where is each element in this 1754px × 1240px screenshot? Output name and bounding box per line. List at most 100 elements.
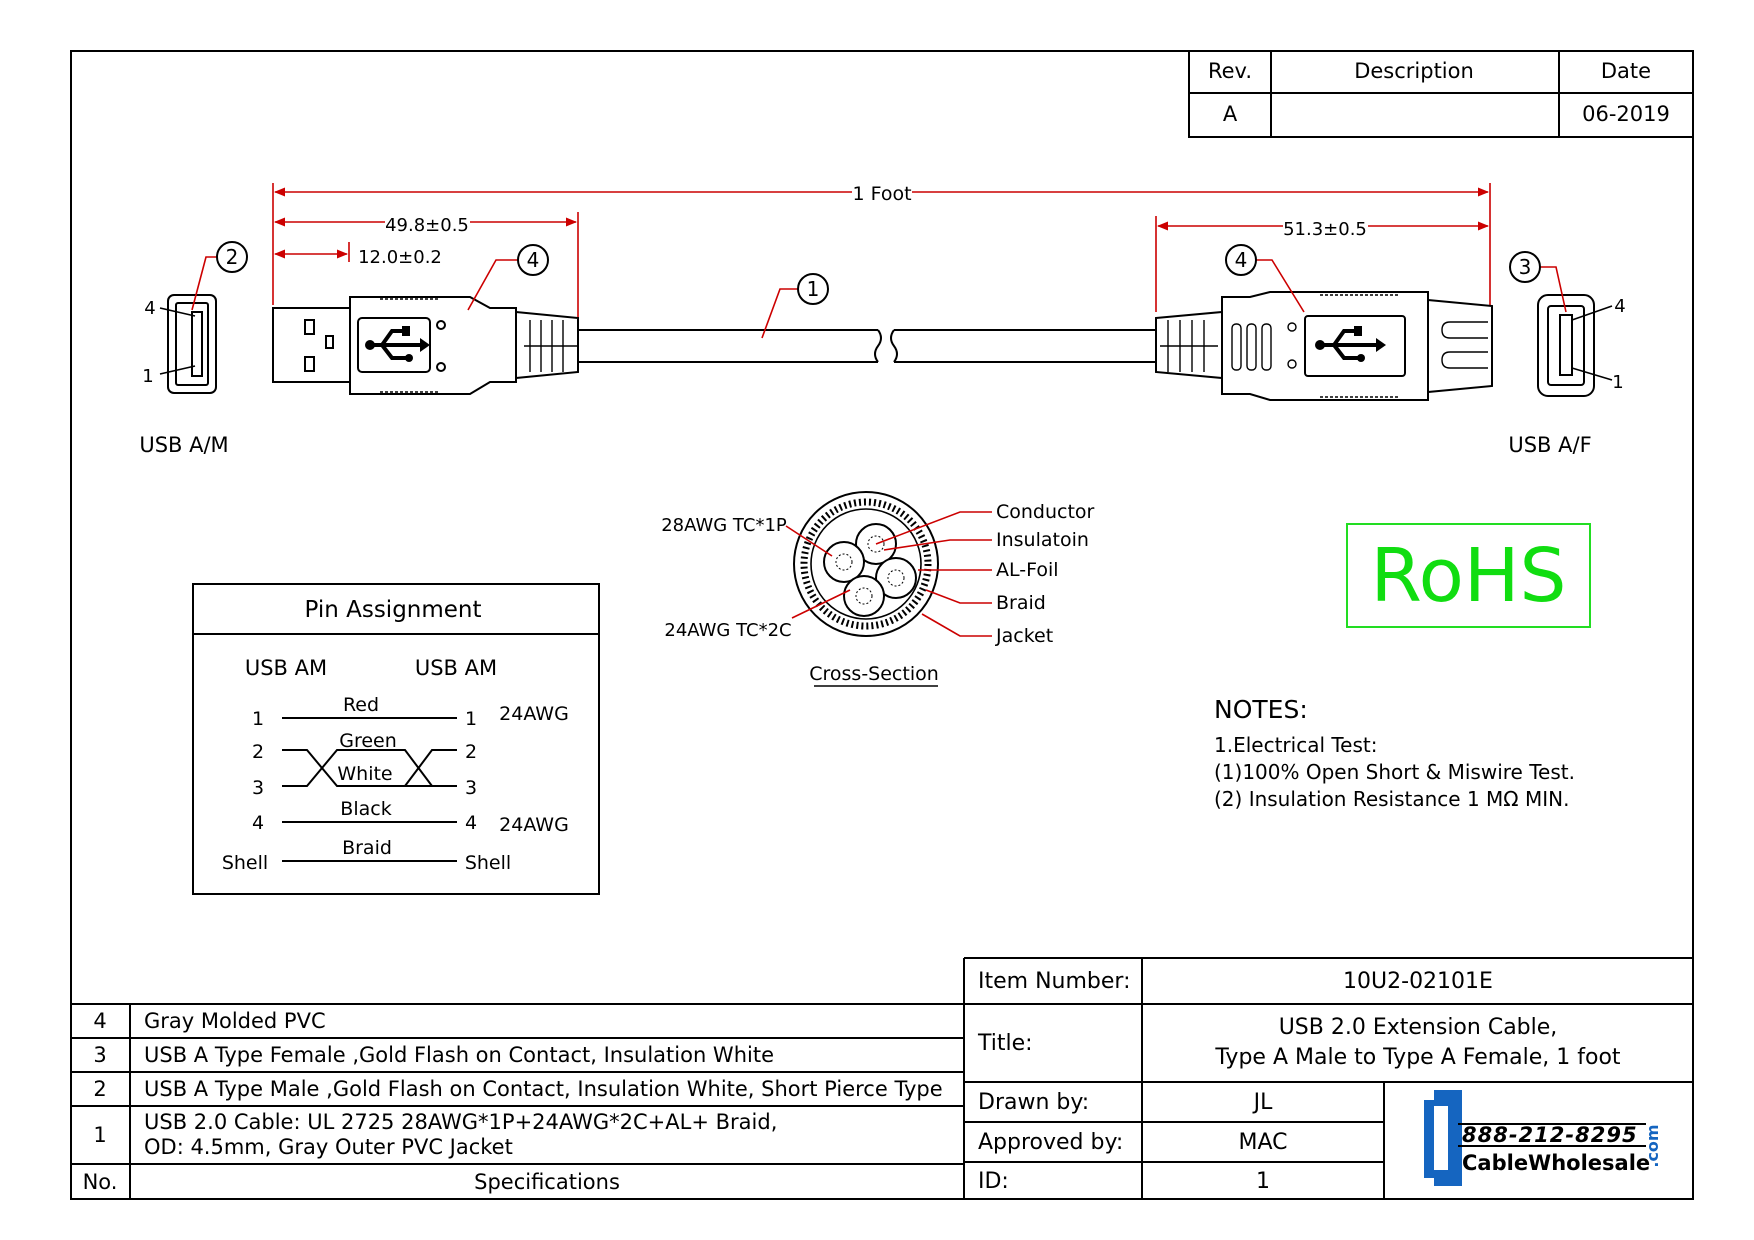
pin-row-1-right: 1 [465, 708, 477, 730]
bom-row-2-no: 2 [93, 1077, 107, 1101]
am-pin-bottom: 1 [142, 366, 153, 387]
bom-row-4-spec: Gray Molded PVC [144, 1009, 326, 1033]
pin-row-2-wire: Green [339, 730, 397, 752]
cs-label-conductor: Conductor [996, 501, 1095, 523]
rohs-mark: RoHS [1346, 523, 1591, 628]
usb-symbol-male [368, 329, 422, 360]
title-value: USB 2.0 Extension Cable, Type A Male to … [1142, 1004, 1694, 1082]
cable-body [578, 329, 1156, 363]
usb-am-end-view [167, 294, 217, 394]
drawn-by-label: Drawn by: [978, 1089, 1090, 1115]
callout-3: 3 [1519, 255, 1532, 279]
male-length-label: 49.8±0.5 [385, 215, 469, 236]
callout-leaders [191, 256, 1567, 339]
cs-left-label-2: 24AWG TC*2C [664, 620, 791, 641]
female-grip-ribs [1160, 294, 1488, 398]
pin-row-4-wire: Black [340, 798, 391, 820]
title-line-1: USB 2.0 Extension Cable, [1278, 1015, 1558, 1040]
af-pin-bottom: 1 [1612, 372, 1623, 393]
cablewholesale-logo: 888-212-8295 CableWholesale .com [1424, 1090, 1662, 1186]
pin-row-5-wire: Braid [342, 837, 392, 859]
pin-assignment-title: Pin Assignment [304, 597, 481, 623]
bom-header-spec: Specifications [474, 1170, 620, 1194]
logo-name: CableWholesale [1462, 1151, 1650, 1175]
af-pin-top: 4 [1614, 296, 1625, 317]
pin-row-5-right: Shell [465, 852, 511, 874]
female-length-label: 51.3±0.5 [1283, 219, 1367, 240]
title-label: Title: [978, 1030, 1033, 1056]
pin-row-3-right: 3 [465, 777, 477, 799]
usb-am-pin-leaders [159, 307, 196, 375]
title-block-grid [70, 957, 1694, 1200]
bom-row-1-spec-line1: USB 2.0 Cable: UL 2725 28AWG*1P+24AWG*2C… [144, 1110, 778, 1134]
cross-section-leaders [785, 511, 992, 637]
notes-title: NOTES: [1214, 695, 1308, 724]
cs-label-insulation: Insulatoin [996, 529, 1089, 551]
date-value: 06-2019 [1558, 92, 1694, 138]
description-value [1270, 92, 1560, 138]
notes-line-3: (2) Insulation Resistance 1 MΩ MIN. [1214, 787, 1570, 811]
callout-2: 2 [226, 245, 239, 269]
id-label: ID: [978, 1168, 1009, 1194]
pin-row-3-left: 3 [252, 777, 264, 799]
rev-value: A [1188, 92, 1272, 138]
pin-col-right-header: USB AM [415, 656, 497, 680]
item-number-value: 10U2-02101E [1343, 968, 1493, 994]
bom-row-4-no: 4 [93, 1009, 107, 1033]
drawn-by-value: JL [1253, 1089, 1273, 1115]
pin-row-1-wire: Red [343, 694, 379, 716]
cross-section-diagram [793, 491, 939, 637]
bom-row-3-no: 3 [93, 1043, 107, 1067]
pin-row-1-left: 1 [252, 708, 264, 730]
usb-af-end-view [1537, 294, 1595, 397]
cs-left-label-1: 28AWG TC*1P [661, 515, 787, 536]
cs-label-jacket: Jacket [995, 625, 1053, 647]
usb-male-connector [272, 296, 579, 395]
bom-header-no: No. [82, 1170, 118, 1194]
pin-row-2-left: 2 [252, 741, 264, 763]
logo-phone: 888-212-8295 [1462, 1123, 1638, 1147]
callout-1: 1 [807, 277, 820, 301]
bom-row-1-no: 1 [93, 1123, 107, 1147]
callout-circles [216, 241, 1541, 305]
male-grip-ribs [380, 298, 578, 393]
pin-assignment-box [192, 583, 600, 895]
pin-col-left-header: USB AM [245, 656, 327, 680]
pin-row-4-right: 4 [465, 812, 477, 834]
bom-row-1-spec: USB 2.0 Cable: UL 2725 28AWG*1P+24AWG*2C… [130, 1106, 964, 1164]
logo-tld: .com [1643, 1124, 1662, 1167]
notes-block: NOTES: 1.Electrical Test: (1)100% Open S… [1214, 695, 1634, 813]
date-header: Date [1558, 50, 1694, 94]
pin-row-1-gauge: 24AWG [499, 703, 569, 725]
male-tip-label: 12.0±0.2 [358, 247, 442, 268]
item-number-label: Item Number: [978, 968, 1131, 994]
pin-row-3-wire: White [337, 763, 392, 785]
usb-af-label: USB A/F [1508, 433, 1591, 457]
pin-row-5-left: Shell [222, 852, 268, 874]
title-line-2: Type A Male to Type A Female, 1 foot [1215, 1045, 1621, 1070]
callout-4-male: 4 [527, 248, 540, 272]
overall-length-label: 1 Foot [852, 183, 911, 205]
cs-label-braid: Braid [996, 592, 1046, 614]
id-value: 1 [1256, 1168, 1270, 1194]
approved-by-value: MAC [1238, 1129, 1288, 1155]
usb-symbol-female [1318, 329, 1378, 360]
bom-row-3-spec: USB A Type Female ,Gold Flash on Contact… [144, 1043, 774, 1067]
callout-4-female: 4 [1235, 248, 1248, 272]
usb-am-label: USB A/M [139, 433, 228, 457]
rev-header: Rev. [1188, 50, 1272, 94]
bom-row-2-spec: USB A Type Male ,Gold Flash on Contact, … [144, 1077, 943, 1101]
pin-row-4-left: 4 [252, 812, 264, 834]
notes-line-2: (1)100% Open Short & Miswire Test. [1214, 760, 1575, 784]
description-header: Description [1270, 50, 1560, 94]
pin-row-2-right: 2 [465, 741, 477, 763]
drawing-frame [70, 50, 1694, 1200]
cross-section-title: Cross-Section [809, 663, 939, 685]
usb-af-pin-leaders [1571, 305, 1613, 381]
notes-line-1: 1.Electrical Test: [1214, 733, 1378, 757]
pin-row-4-gauge: 24AWG [499, 814, 569, 836]
bom-row-1-spec-line2: OD: 4.5mm, Gray Outer PVC Jacket [144, 1135, 513, 1159]
pin-wires [282, 717, 457, 862]
am-pin-top: 4 [144, 298, 155, 319]
